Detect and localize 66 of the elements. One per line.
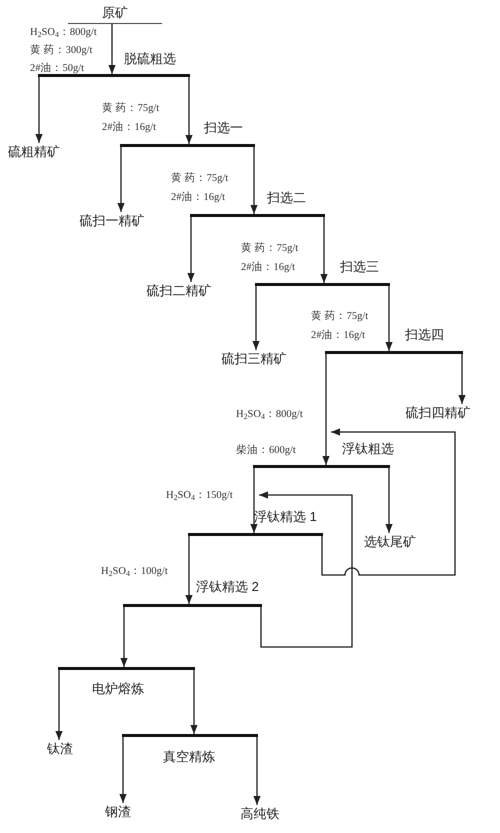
stage-label: 浮钛精选 1 (254, 508, 317, 526)
reagent-dosage: 黄 药：300g/t (30, 44, 92, 58)
process-bar (253, 465, 390, 468)
reagent-dosage: 黄 药：75g/t (102, 102, 160, 116)
process-bar (120, 144, 255, 147)
reagent-dosage: 黄 药：75g/t (171, 172, 228, 186)
flow-arrow (253, 737, 261, 805)
reagent-dosage: 2#油：50g/t (30, 62, 84, 76)
flow-arrow (250, 468, 258, 533)
product-text: 钛渣 (43, 740, 77, 758)
flow-arrow (458, 354, 466, 404)
flow-arrow (55, 670, 63, 740)
reagent-dosage: H$_{2}$SO$_{4}$：800g/t (30, 26, 97, 40)
flow-arrow (259, 491, 353, 648)
flow-arrow (108, 24, 116, 74)
stage-label: 真空精炼 (163, 748, 215, 766)
flow-arrow (322, 354, 330, 465)
flow-arrow (185, 77, 193, 144)
flow-arrow (190, 670, 198, 734)
flow-arrow (252, 286, 260, 350)
reagent-dosage: H$_{2}$SO$_{4}$：150g/t (166, 489, 233, 503)
product-text: 硫扫三精矿 (218, 350, 290, 368)
reagent-dosage: H$_{2}$SO$_{4}$：800g/t (236, 408, 303, 422)
process-bar (38, 74, 190, 77)
product-text: 硫粗精矿 (4, 143, 64, 161)
stage-label: 扫选二 (267, 189, 306, 207)
stage-label: 脱硫粗选 (124, 50, 176, 68)
feed-line: 原矿 (68, 4, 162, 24)
flow-arrow (321, 428, 456, 576)
flow-arrow (120, 607, 128, 667)
reagent-dosage: H$_{2}$SO$_{4}$：100g/t (101, 565, 168, 579)
product-text: 选钛尾矿 (360, 533, 420, 551)
stage-label: 扫选一 (204, 119, 243, 137)
reagent-dosage: 柴油：600g/t (236, 444, 296, 458)
reagent-dosage: 2#油：16g/t (102, 121, 156, 135)
flow-arrow (117, 147, 125, 212)
reagent-dosage: 2#油：16g/t (241, 261, 296, 275)
reagent-dosage: 2#油：16g/t (311, 329, 366, 343)
flow-arrow (320, 217, 328, 283)
stage-label: 扫选三 (340, 258, 379, 276)
product-text: 硫扫四精矿 (402, 404, 474, 422)
process-bar (122, 734, 258, 737)
reagent-dosage: 黄 药：75g/t (311, 310, 368, 324)
stage-label: 浮钛粗选 (342, 440, 394, 458)
flow-arrow (250, 147, 258, 214)
process-bar (123, 604, 262, 607)
reagent-dosage: 2#油：16g/t (171, 191, 226, 205)
product-text: 高纯铁 (238, 805, 282, 823)
flow-arrow (187, 217, 195, 282)
product-text: 硫扫一精矿 (76, 212, 148, 230)
flow-arrow (35, 77, 43, 143)
stage-label: 电炉熔炼 (92, 680, 144, 698)
process-bar (325, 351, 463, 354)
process-bar (58, 667, 195, 670)
flow-arrow (119, 737, 127, 803)
process-bar (190, 214, 325, 217)
flow-arrow (385, 286, 393, 351)
product-text: 硫扫二精矿 (143, 282, 215, 300)
reagent-dosage: 黄 药：75g/t (241, 242, 298, 256)
flow-arrow (185, 536, 193, 604)
process-bar (188, 533, 323, 536)
process-bar (255, 283, 390, 286)
product-text: 钢渣 (101, 803, 135, 821)
stage-label: 扫选四 (405, 326, 444, 344)
stage-label: 浮钛精选 2 (196, 578, 259, 596)
flow-arrow (385, 468, 393, 533)
